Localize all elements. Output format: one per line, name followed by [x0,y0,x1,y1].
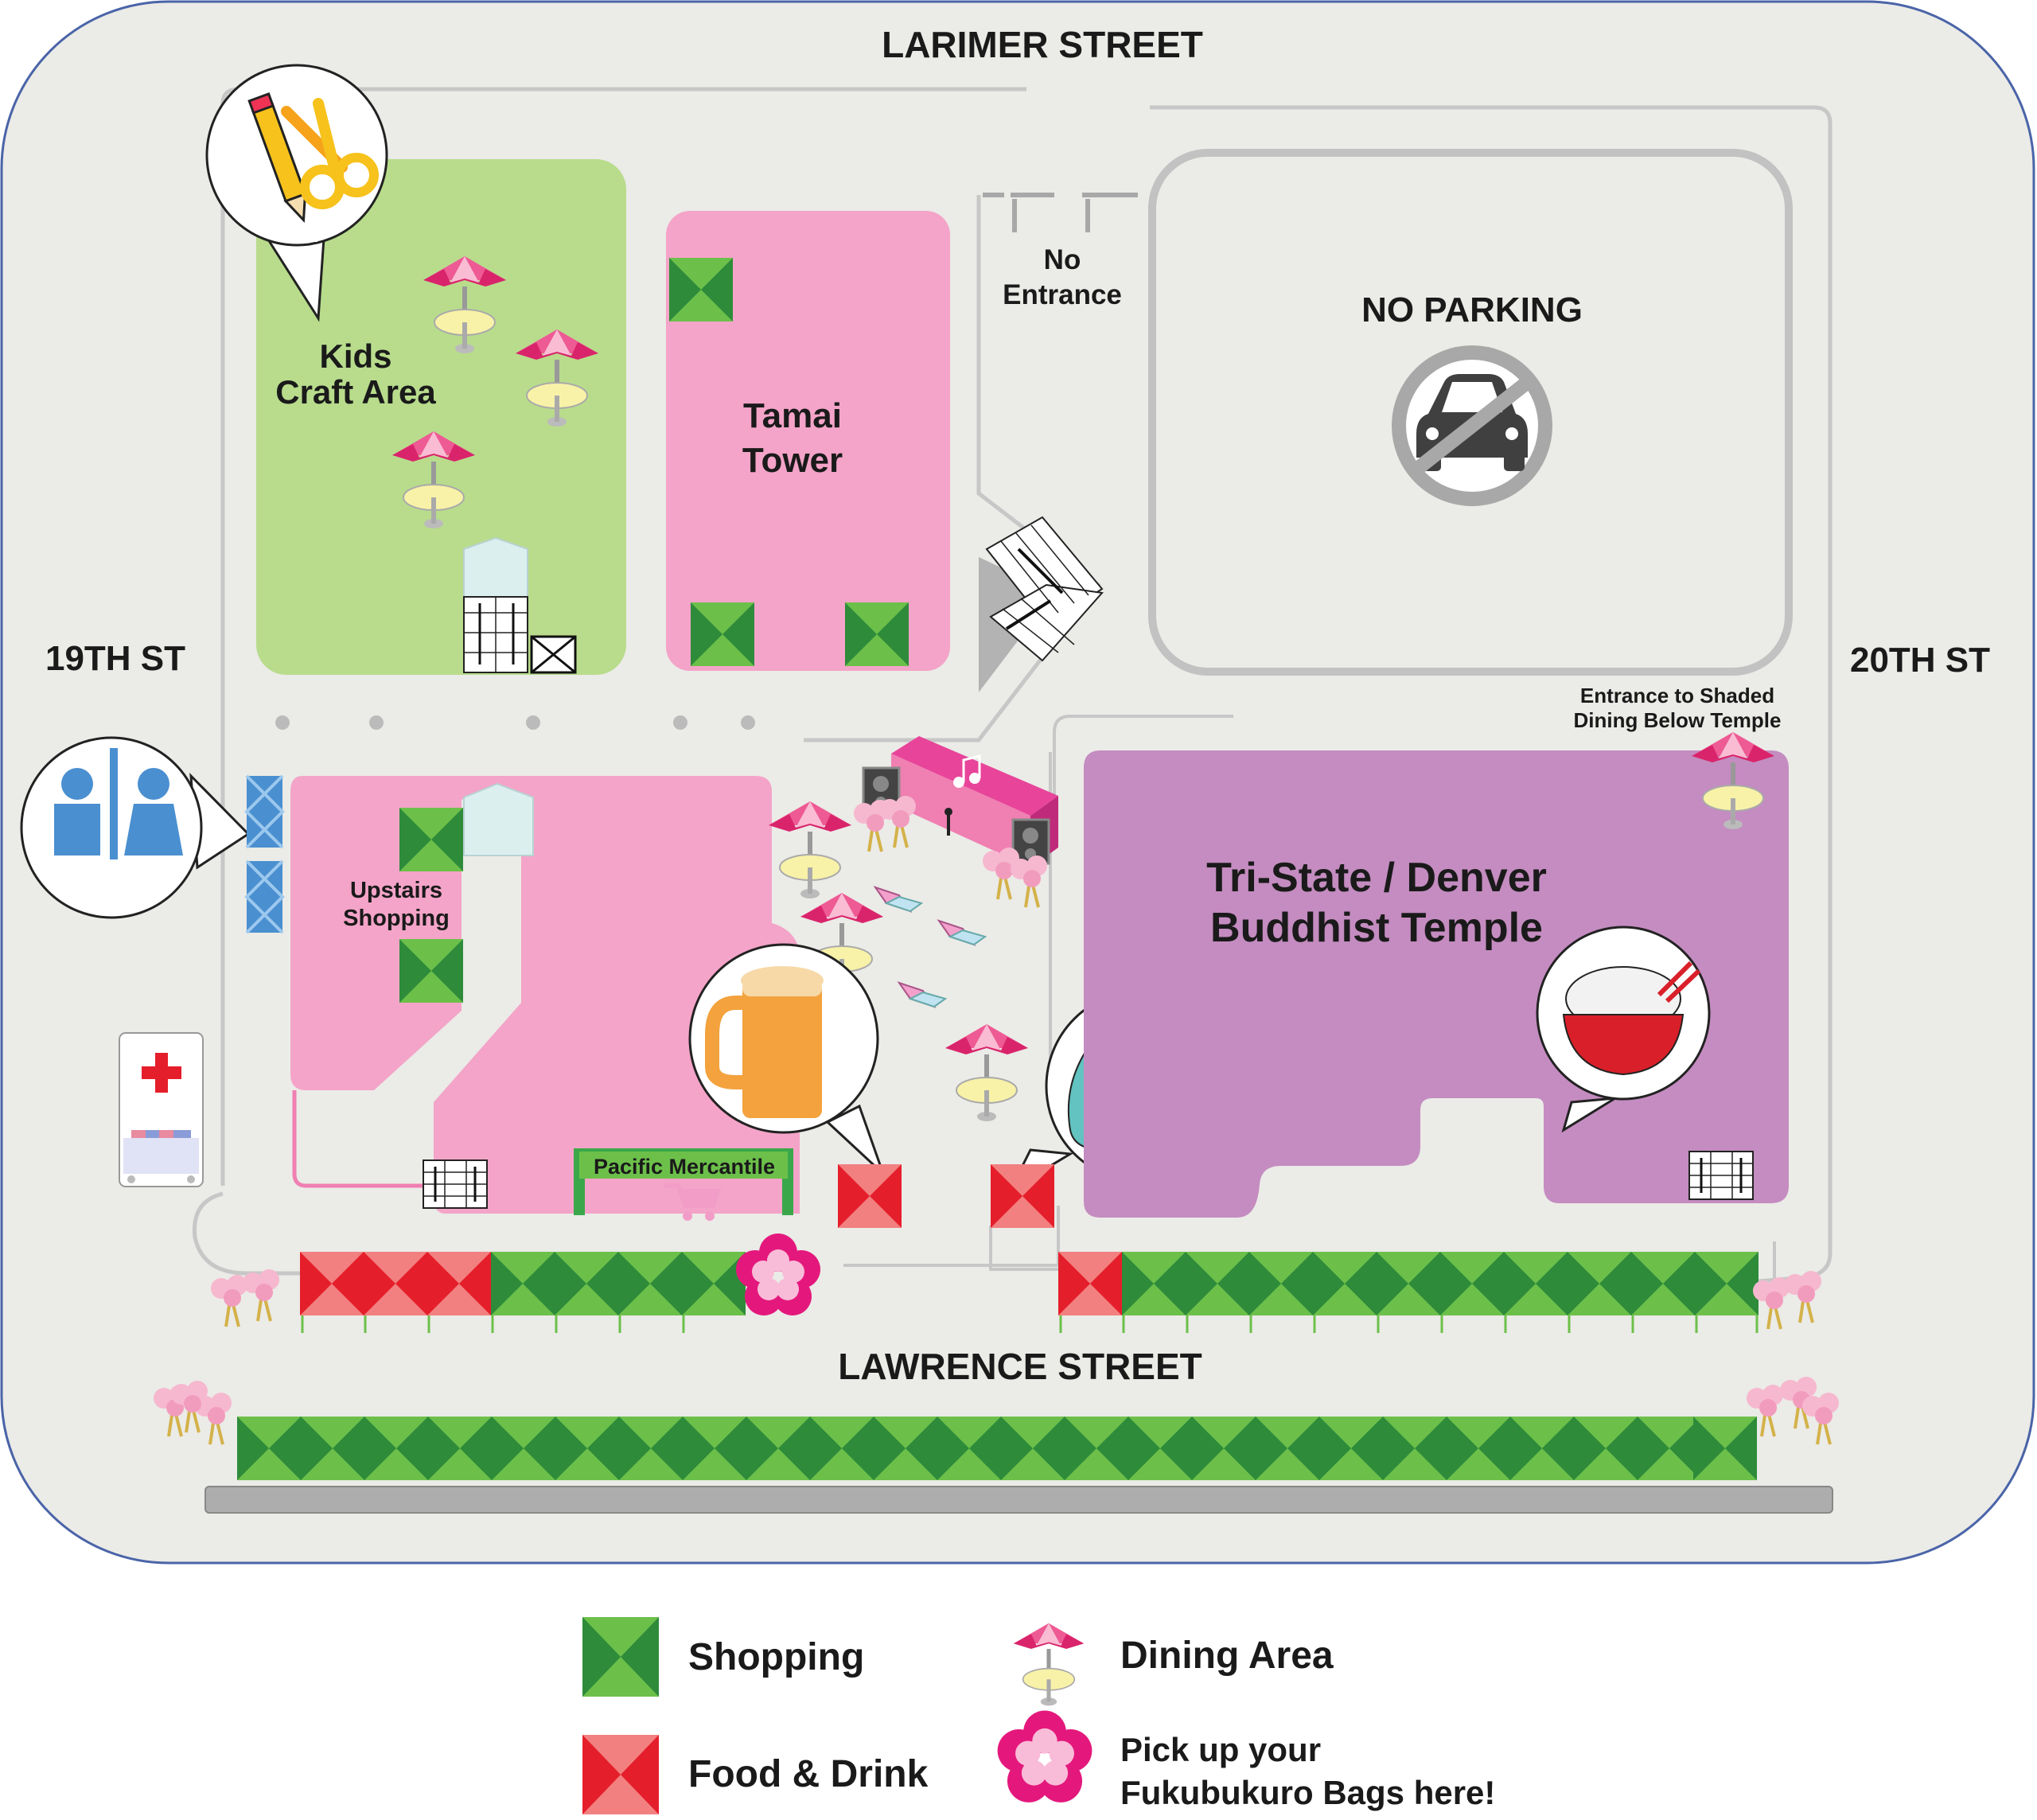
food-booth [991,1164,1054,1228]
no-entrance-label-2: Entrance [1003,279,1122,310]
elevator-icon [463,536,528,602]
tamai-tower [666,211,950,671]
no-entrance-label-1: No [1044,244,1081,275]
legend-shopping: Shopping [582,1617,864,1697]
rice-bowl-icon [1562,961,1701,1076]
elevator-icon [463,782,534,856]
craft-callout [205,64,388,322]
food-booth [838,1164,902,1228]
kids-craft-label-1: Kids [319,337,391,375]
legend-food-label: Food & Drink [688,1753,929,1795]
legend-shopping-label: Shopping [688,1636,864,1678]
restroom-callout [20,736,251,919]
booth-row-left [300,1252,746,1333]
upstairs-shopping-building [290,776,800,1214]
first-aid-icon [119,1032,204,1187]
tamai-tower-label-1: Tamai [743,396,842,435]
rice-callout [1536,926,1711,1133]
tamai-tower-label-2: Tower [742,441,843,480]
street-larimer: LARIMER STREET [882,24,1203,65]
booth-row-right [1058,1252,1759,1333]
shaded-dining-label-2: Dining Below Temple [1574,708,1782,732]
pacific-mercantile-label: Pacific Mercantile [594,1155,775,1179]
booth-row-street [237,1417,1757,1480]
music-note-icon [953,754,981,788]
shopping-booth [669,258,733,322]
legend-food: Food & Drink [582,1735,929,1814]
bollards [275,715,755,730]
restroom-booths [244,774,285,934]
street-curb [204,1486,1833,1514]
music-stage [852,736,1058,909]
shopping-booth [399,808,463,871]
kids-craft-label-2: Craft Area [275,373,436,411]
legend: Shopping Food & Drink Dining Area Pick u… [582,1617,1495,1814]
legend-dining-label: Dining Area [1120,1635,1334,1677]
shopping-booth [845,602,909,666]
beer-callout [688,943,885,1175]
pencil-icon [247,92,307,224]
stairs-icon [422,1159,489,1210]
legend-fukubukuro-label-2: Fukubukuro Bags here! [1120,1774,1495,1811]
street-lawrence: LAWRENCE STREET [838,1346,1202,1387]
street-19th: 19TH ST [45,639,185,678]
shaded-dining-label-1: Entrance to Shaded [1580,684,1774,707]
no-entrance-gate [983,193,1138,232]
legend-dining: Dining Area [1012,1622,1334,1707]
shopping-cart-icon [664,1183,722,1221]
restroom-icon [54,748,183,859]
street-20th: 20TH ST [1850,641,1990,680]
shopping-booth [399,939,463,1003]
stairs-icon [463,596,577,674]
upstairs-shopping-label-1: Upstairs [350,878,442,903]
legend-fukubukuro-label-1: Pick up your [1120,1731,1321,1768]
beer-icon [705,966,824,1118]
temple-label-2: Buddhist Temple [1210,905,1543,951]
upstairs-shopping-label-2: Shopping [343,906,450,931]
no-parking-label: NO PARKING [1361,290,1583,329]
temple-label-1: Tri-State / Denver [1206,855,1547,901]
shopping-booth [691,602,754,666]
no-parking-icon [1392,345,1552,506]
kids-craft-area [256,159,626,675]
scissors-icon [281,98,379,209]
stairs-icon [1688,1150,1755,1201]
stairs-icon [985,516,1104,662]
pacific-mercantile: Pacific Mercantile [574,1148,793,1221]
legend-fukubukuro: Pick up your Fukubukuro Bags here! [997,1710,1495,1811]
